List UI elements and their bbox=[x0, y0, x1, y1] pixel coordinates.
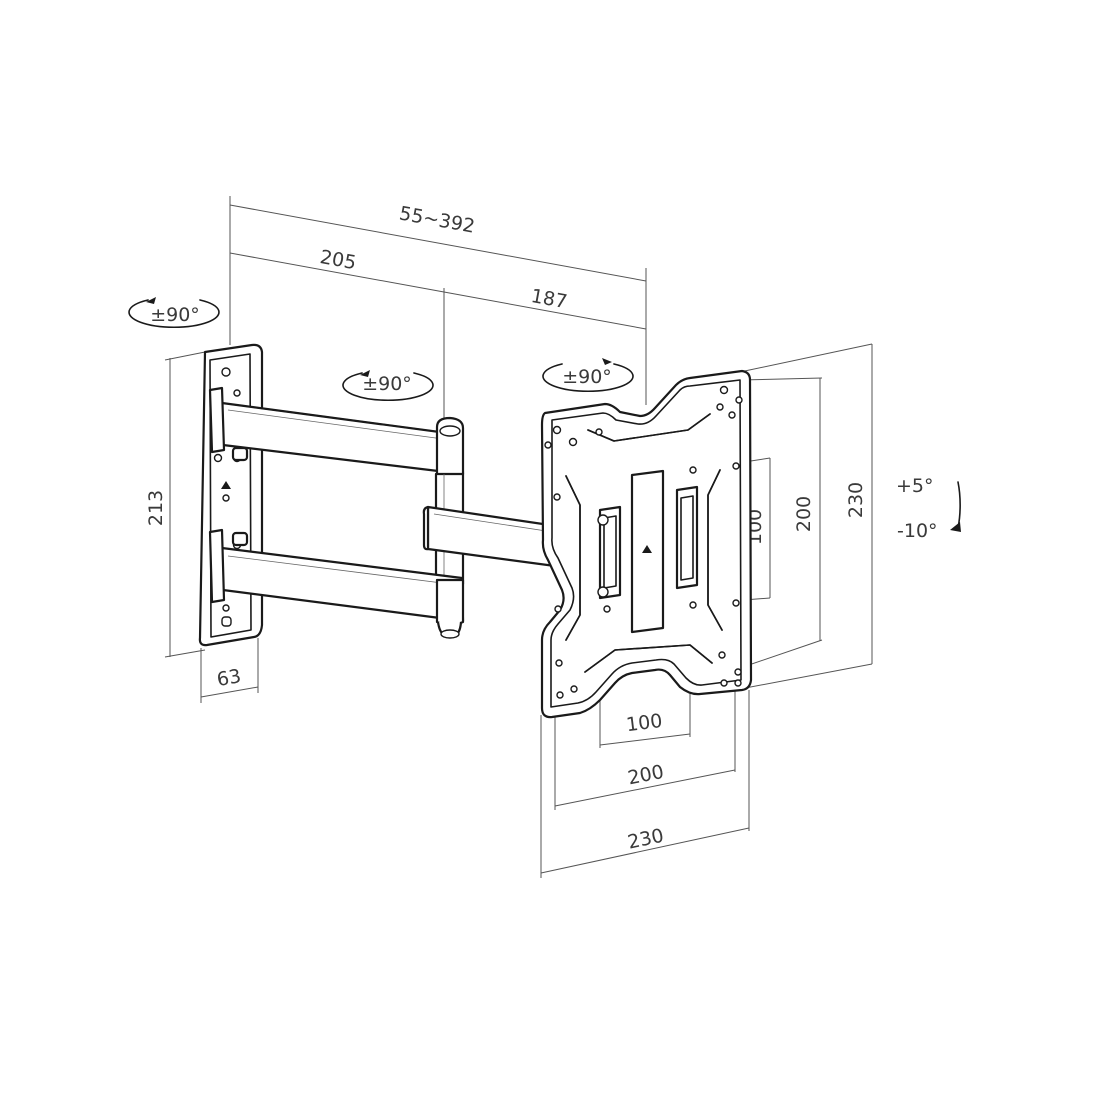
head-swivel-indicator: ±90° bbox=[542, 358, 634, 393]
label-wall-swivel: ±90° bbox=[150, 304, 200, 326]
arm-hinge-brackets bbox=[208, 386, 249, 604]
label-plate-height: 230 bbox=[845, 482, 867, 518]
up-arrow-icon bbox=[221, 481, 231, 489]
dim-line-arm-segment-2 bbox=[443, 291, 647, 330]
label-tilt-down: -10° bbox=[897, 520, 938, 542]
rotation-indicators: ±90° ±90° ±90° +5° -10° bbox=[128, 297, 961, 542]
label-wall-plate-width: 63 bbox=[215, 665, 243, 691]
dim-line-vesa-h-200 bbox=[554, 769, 736, 807]
label-wall-plate-height: 213 bbox=[145, 490, 167, 526]
arm-swivel-indicator: ±90° bbox=[342, 370, 434, 402]
label-arm-swivel: ±90° bbox=[362, 373, 412, 395]
upper-arm bbox=[220, 401, 465, 479]
label-head-swivel: ±90° bbox=[562, 366, 612, 388]
label-plate-width: 230 bbox=[626, 825, 666, 854]
label-vesa-v-200: 200 bbox=[793, 496, 815, 532]
label-arm-extension: 55~392 bbox=[398, 202, 477, 237]
dim-line-arm-segment-1 bbox=[229, 252, 445, 293]
dim-line-vesa-h-100 bbox=[599, 733, 691, 746]
label-tilt-up: +5° bbox=[896, 475, 934, 497]
dim-line-arm-extension bbox=[229, 204, 647, 282]
vesa-plate bbox=[540, 369, 753, 719]
dim-line-wall-plate-width bbox=[200, 686, 259, 698]
tilt-indicator: +5° -10° bbox=[896, 475, 961, 542]
dim-line-plate-width bbox=[540, 827, 750, 874]
dimension-lines: 55~392 205 187 213 63 100 200 230 100 20… bbox=[145, 196, 873, 878]
up-arrow-icon bbox=[642, 545, 652, 553]
label-vesa-h-100: 100 bbox=[625, 710, 664, 736]
wall-swivel-indicator: ±90° bbox=[128, 297, 220, 329]
